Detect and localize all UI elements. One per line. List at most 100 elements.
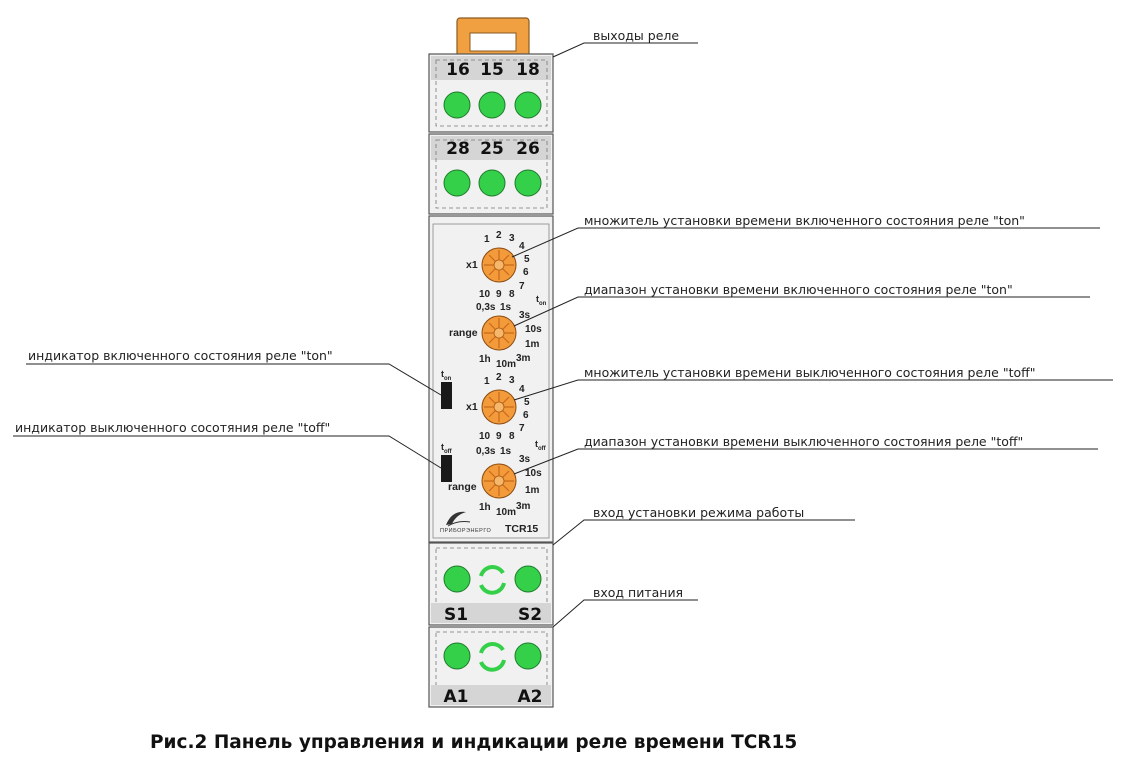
svg-text:10s: 10s: [525, 324, 542, 335]
annotation-relay-outputs: выходы реле: [552, 28, 698, 58]
svg-text:диапазон установки времени вык: диапазон установки времени выключенного …: [584, 434, 1023, 449]
svg-text:10: 10: [479, 289, 491, 300]
svg-text:1h: 1h: [479, 502, 491, 513]
terminal-screw-a1: [443, 642, 471, 670]
terminal-label-s1: S1: [444, 605, 468, 625]
svg-text:7: 7: [519, 281, 525, 292]
svg-text:9: 9: [496, 431, 502, 442]
model-name: TCR15: [505, 523, 538, 535]
svg-text:4: 4: [519, 241, 525, 252]
svg-text:4: 4: [519, 384, 525, 395]
dial-ton-range-label: range: [449, 327, 478, 339]
terminal-block-outputs-2: 28 25 26: [428, 133, 554, 215]
terminal-label-26: 26: [516, 139, 540, 159]
terminal-screw-s1: [443, 565, 471, 593]
svg-text:10s: 10s: [525, 468, 542, 479]
terminal-label-a2: A2: [518, 687, 543, 707]
dial-ton-multiplier-scale: 1 2 3 4 5 6 7 8 9 10: [479, 230, 530, 300]
svg-text:выходы реле: выходы реле: [593, 28, 679, 43]
dial-ton-range[interactable]: [481, 315, 517, 351]
terminal-screw-18: [514, 91, 542, 119]
svg-text:3s: 3s: [519, 454, 531, 465]
svg-text:3: 3: [509, 233, 515, 244]
annotation-toff-multiplier: множитель установки времени выключенного…: [513, 365, 1113, 401]
svg-text:1: 1: [484, 234, 490, 245]
dial-ton-range-scale: 0,3s 1s 3s 10s 1m 3m 10m 1h: [476, 302, 542, 370]
annotation-toff-range: диапазон установки времени выключенного …: [513, 434, 1098, 475]
dial-toff-multiplier-label: x1: [466, 401, 478, 413]
terminal-label-28: 28: [446, 139, 470, 159]
annotation-ton-range: диапазон установки времени включенного с…: [513, 282, 1090, 327]
svg-text:3s: 3s: [519, 310, 531, 321]
svg-text:10m: 10m: [496, 359, 516, 370]
terminal-label-25: 25: [480, 139, 504, 159]
terminal-empty-icon: [479, 642, 506, 672]
terminal-screw-s2: [514, 565, 542, 593]
svg-text:9: 9: [496, 289, 502, 300]
terminal-label-16: 16: [446, 60, 470, 80]
svg-text:1m: 1m: [525, 485, 540, 496]
svg-text:6: 6: [523, 267, 529, 278]
dial-toff-range-scale: 0,3s 1s 3s 10s 1m 3m 10m 1h: [476, 446, 542, 518]
svg-text:1s: 1s: [500, 302, 512, 313]
din-clip: [456, 17, 530, 61]
svg-text:множитель установки времени вы: множитель установки времени выключенного…: [584, 365, 1036, 380]
dial-toff-multiplier-scale: 1 2 3 4 5 6 7 8 9 10: [479, 372, 530, 442]
annotation-toff-indicator: индикатор выключенного сосотяния реле "t…: [13, 420, 442, 469]
terminal-block-mode: S1 S2: [428, 542, 554, 626]
svg-text:диапазон установки времени вкл: диапазон установки времени включенного с…: [584, 282, 1013, 297]
terminal-label-18: 18: [516, 60, 540, 80]
svg-text:индикатор выключенного сосотян: индикатор выключенного сосотяния реле "t…: [15, 420, 330, 435]
svg-text:1: 1: [484, 376, 490, 387]
dial-ton-multiplier[interactable]: [481, 247, 517, 283]
svg-text:1s: 1s: [500, 446, 512, 457]
terminal-block-outputs-1: 16 15 18: [428, 53, 554, 133]
brand-name: ПРИБОРЭНЕРГО: [440, 528, 492, 534]
svg-text:10: 10: [479, 431, 491, 442]
svg-text:5: 5: [524, 254, 530, 265]
svg-text:множитель установки времени вк: множитель установки времени включенного …: [584, 213, 1025, 228]
annotation-ton-indicator: индикатор включенного состояния реле "to…: [26, 348, 442, 396]
dial-toff-range[interactable]: [481, 463, 517, 499]
terminal-screw-a2: [514, 642, 542, 670]
terminal-label-s2: S2: [518, 605, 542, 625]
terminal-screw-16: [443, 91, 471, 119]
svg-text:3: 3: [509, 375, 515, 386]
svg-text:2: 2: [496, 230, 502, 241]
svg-text:6: 6: [523, 410, 529, 421]
svg-text:1m: 1m: [525, 339, 540, 350]
brand-logo: [446, 511, 471, 527]
svg-text:индикатор включенного состояни: индикатор включенного состояния реле "to…: [28, 348, 333, 363]
annotation-power-input: вход питания: [552, 585, 698, 628]
indicator-ton-label: ton: [441, 369, 452, 382]
svg-text:0,3s: 0,3s: [476, 302, 496, 313]
dial-ton-time-label: ton: [536, 294, 547, 307]
indicator-ton-led: [441, 382, 452, 409]
svg-text:5: 5: [524, 397, 530, 408]
indicator-toff-label: toff: [441, 442, 453, 455]
terminal-block-power: A1 A2: [428, 626, 554, 708]
dial-toff-time-label: toff: [535, 439, 547, 452]
terminal-screw-26: [514, 169, 542, 197]
terminal-label-15: 15: [480, 60, 504, 80]
svg-text:8: 8: [509, 431, 515, 442]
svg-text:0,3s: 0,3s: [476, 446, 496, 457]
dial-toff-multiplier[interactable]: [481, 389, 517, 425]
terminal-screw-25: [478, 169, 506, 197]
svg-text:3m: 3m: [516, 353, 531, 364]
figure-caption: Рис.2 Панель управления и индикации реле…: [150, 732, 797, 753]
annotation-ton-multiplier: множитель установки времени включенного …: [511, 213, 1100, 258]
terminal-label-a1: A1: [444, 687, 469, 707]
svg-text:вход установки режима работы: вход установки режима работы: [593, 505, 804, 520]
svg-text:10m: 10m: [496, 507, 516, 518]
terminal-screw-15: [478, 91, 506, 119]
dial-ton-multiplier-label: x1: [466, 259, 478, 271]
svg-text:2: 2: [496, 372, 502, 383]
svg-text:8: 8: [509, 289, 515, 300]
indicator-toff-led: [441, 455, 452, 482]
terminal-screw-28: [443, 169, 471, 197]
control-panel: x1 1 2 3 4 5 6 7 8 9 10 ton range 0,3s 1…: [428, 215, 554, 543]
svg-text:1h: 1h: [479, 354, 491, 365]
terminal-empty-icon: [479, 565, 506, 595]
